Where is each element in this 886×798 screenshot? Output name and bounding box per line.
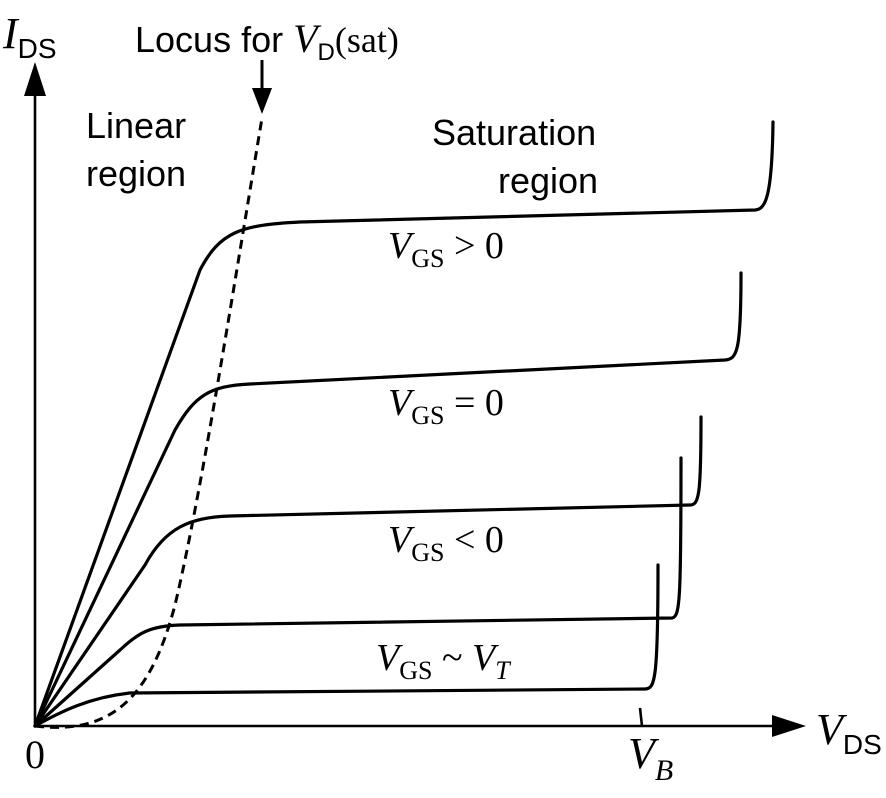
curve-label-vgs-positive: VGS > 0 bbox=[388, 225, 504, 273]
breakdown-tick bbox=[638, 707, 644, 727]
linear-region-label-line1: Linear bbox=[86, 105, 186, 146]
saturation-region-label-line2: region bbox=[498, 160, 598, 201]
locus-arrow-head bbox=[252, 88, 272, 114]
curve-label-vgs-zero: VGS = 0 bbox=[388, 382, 504, 430]
locus-label: Locus for VD(sat) bbox=[135, 16, 399, 66]
curve-label-vgs-threshold: VGS ~ VT bbox=[376, 637, 511, 685]
breakdown-label: VB bbox=[628, 729, 673, 787]
curve-vgs-negative bbox=[33, 415, 703, 728]
origin-label: 0 bbox=[25, 732, 45, 777]
saturation-region-label-line1: Saturation bbox=[432, 112, 596, 153]
curve-vgs-threshold-upper bbox=[33, 456, 683, 728]
curve-label-vgs-negative: VGS < 0 bbox=[388, 519, 504, 567]
curve-vgs-positive bbox=[33, 120, 775, 728]
x-axis-arrowhead bbox=[772, 715, 806, 737]
curve-vgs-zero bbox=[33, 271, 743, 728]
x-axis-label: VDS bbox=[816, 705, 882, 760]
curve-vgs-threshold bbox=[33, 563, 660, 728]
linear-region-label-line2: region bbox=[86, 153, 186, 194]
y-axis-arrowhead bbox=[24, 62, 46, 96]
y-axis-label: IDS bbox=[2, 9, 57, 64]
locus-curve bbox=[34, 117, 264, 729]
